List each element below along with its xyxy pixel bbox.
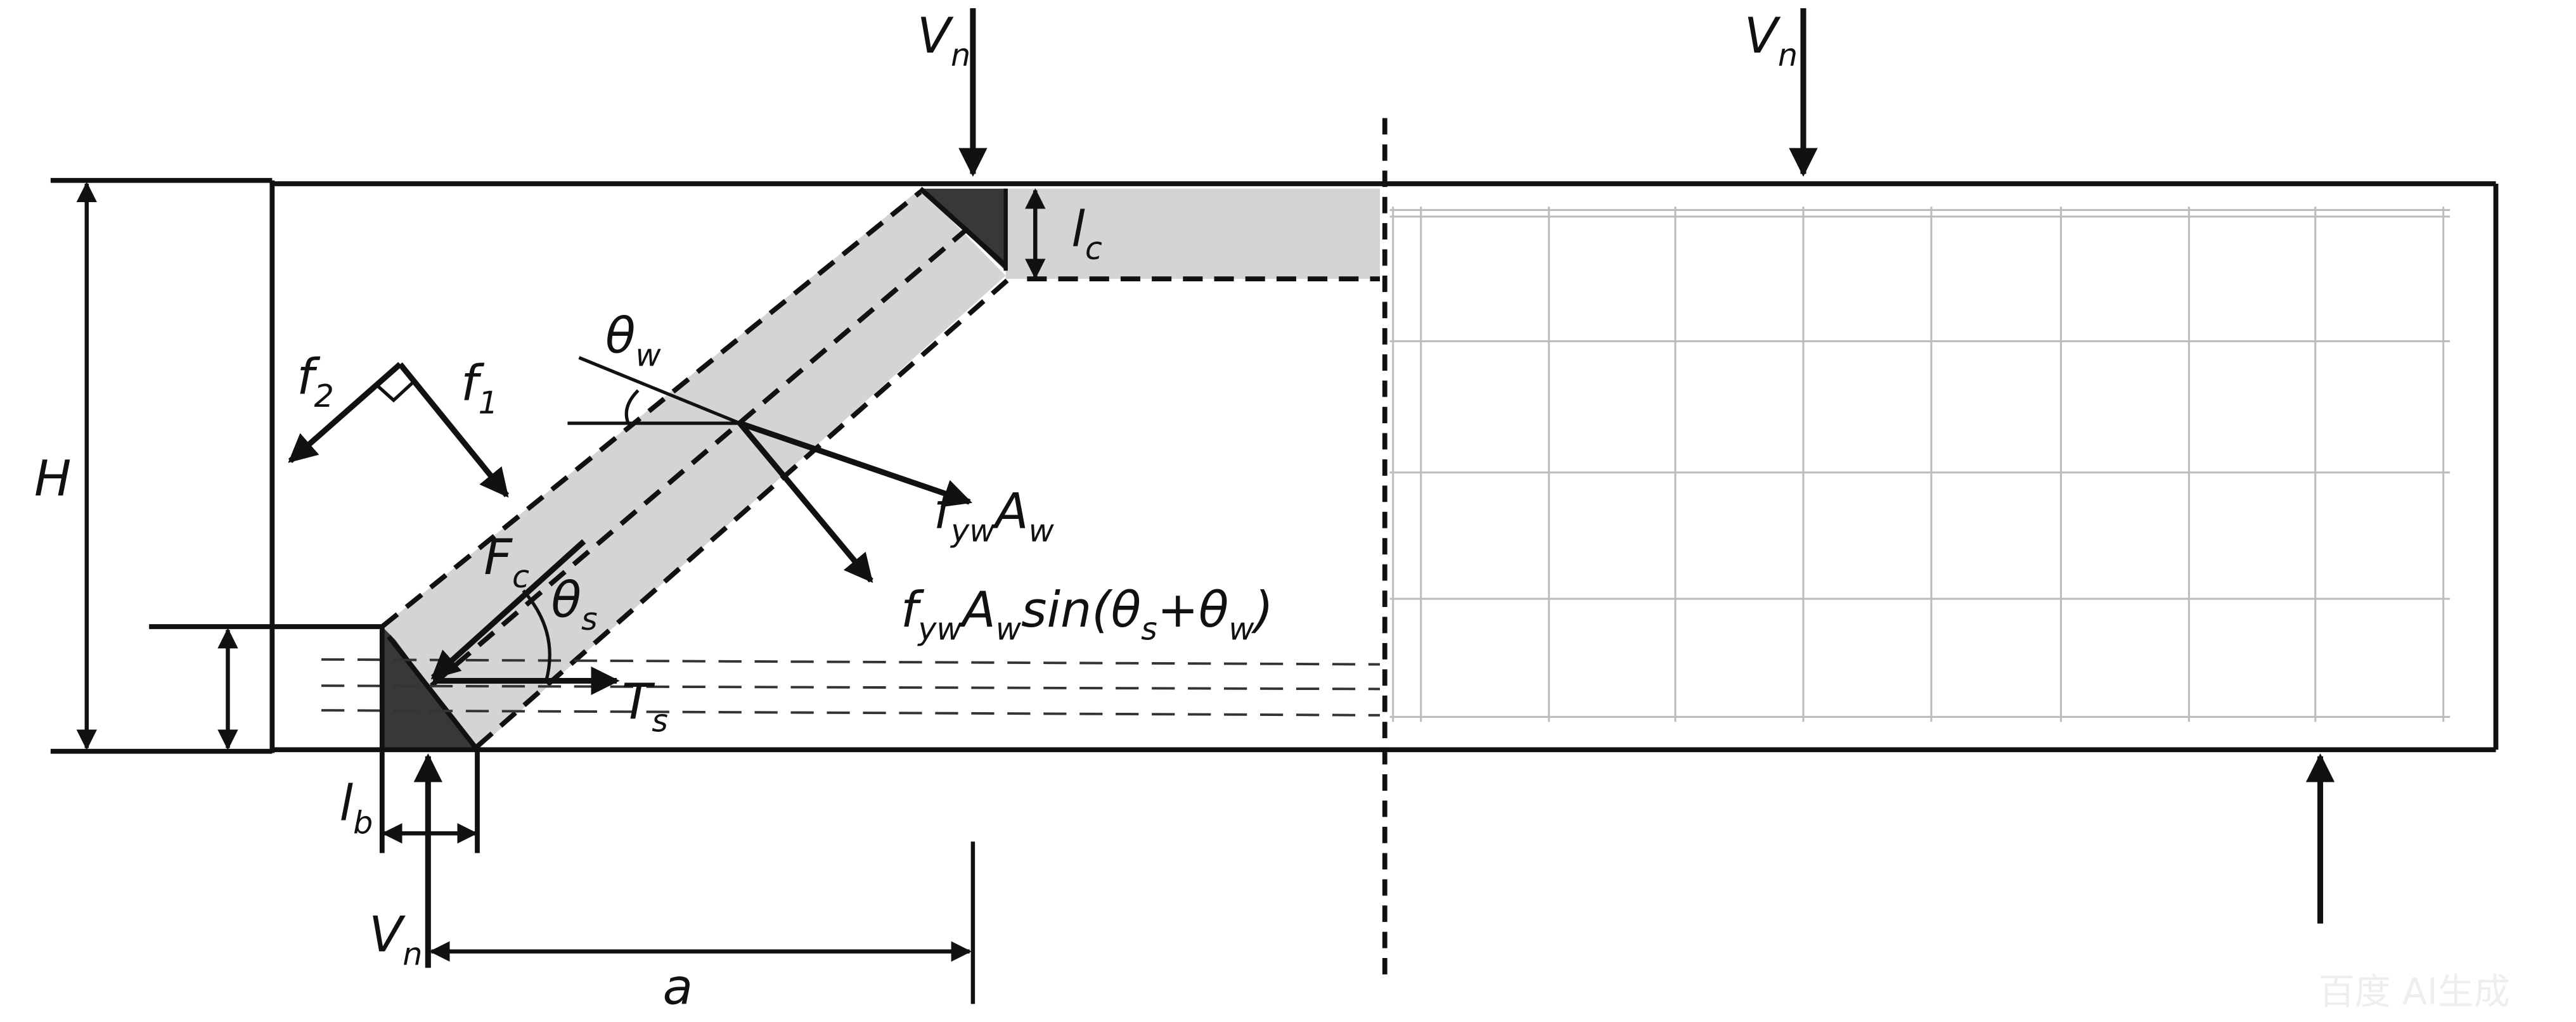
angle-marks bbox=[376, 356, 741, 682]
f2-arrow bbox=[288, 362, 402, 463]
watermark: 百度 AI生成 bbox=[2319, 971, 2510, 1013]
f2-label: f2 bbox=[297, 348, 334, 414]
fyw-aw-label: fywAw bbox=[934, 483, 1055, 549]
fyw-aw-sin-arrow bbox=[737, 421, 873, 584]
fyw-aw-arrow bbox=[738, 420, 973, 508]
theta-w-label: θw bbox=[605, 308, 662, 374]
top-compression-zone bbox=[1005, 188, 1380, 279]
vn-bottom-label: Vn bbox=[369, 907, 422, 973]
dimension-lines bbox=[76, 181, 1046, 1004]
ts-label: Ts bbox=[622, 674, 668, 739]
h-label: H bbox=[34, 450, 71, 508]
longitudinal-bars bbox=[321, 658, 1380, 717]
fc-label: Fc bbox=[484, 529, 529, 595]
strut-outline bbox=[380, 189, 1380, 748]
reinforcement-grid bbox=[1389, 207, 2450, 722]
lb-label: lb bbox=[340, 776, 373, 841]
fc-arrow bbox=[430, 539, 586, 680]
fyw-aw-sin-label: fywAwsin(θs+θw) bbox=[901, 582, 1273, 648]
beam-outline bbox=[50, 177, 2499, 853]
force-arrows bbox=[288, 8, 2335, 968]
f1-arrow bbox=[397, 362, 510, 498]
a-label: a bbox=[663, 959, 693, 1016]
vn-top-left-label: Vn bbox=[917, 8, 970, 73]
lc-label: lc bbox=[1071, 201, 1102, 267]
vn-top-right-label: Vn bbox=[1744, 8, 1798, 73]
theta-s-label: θs bbox=[551, 572, 598, 637]
f1-label: f1 bbox=[461, 355, 498, 421]
